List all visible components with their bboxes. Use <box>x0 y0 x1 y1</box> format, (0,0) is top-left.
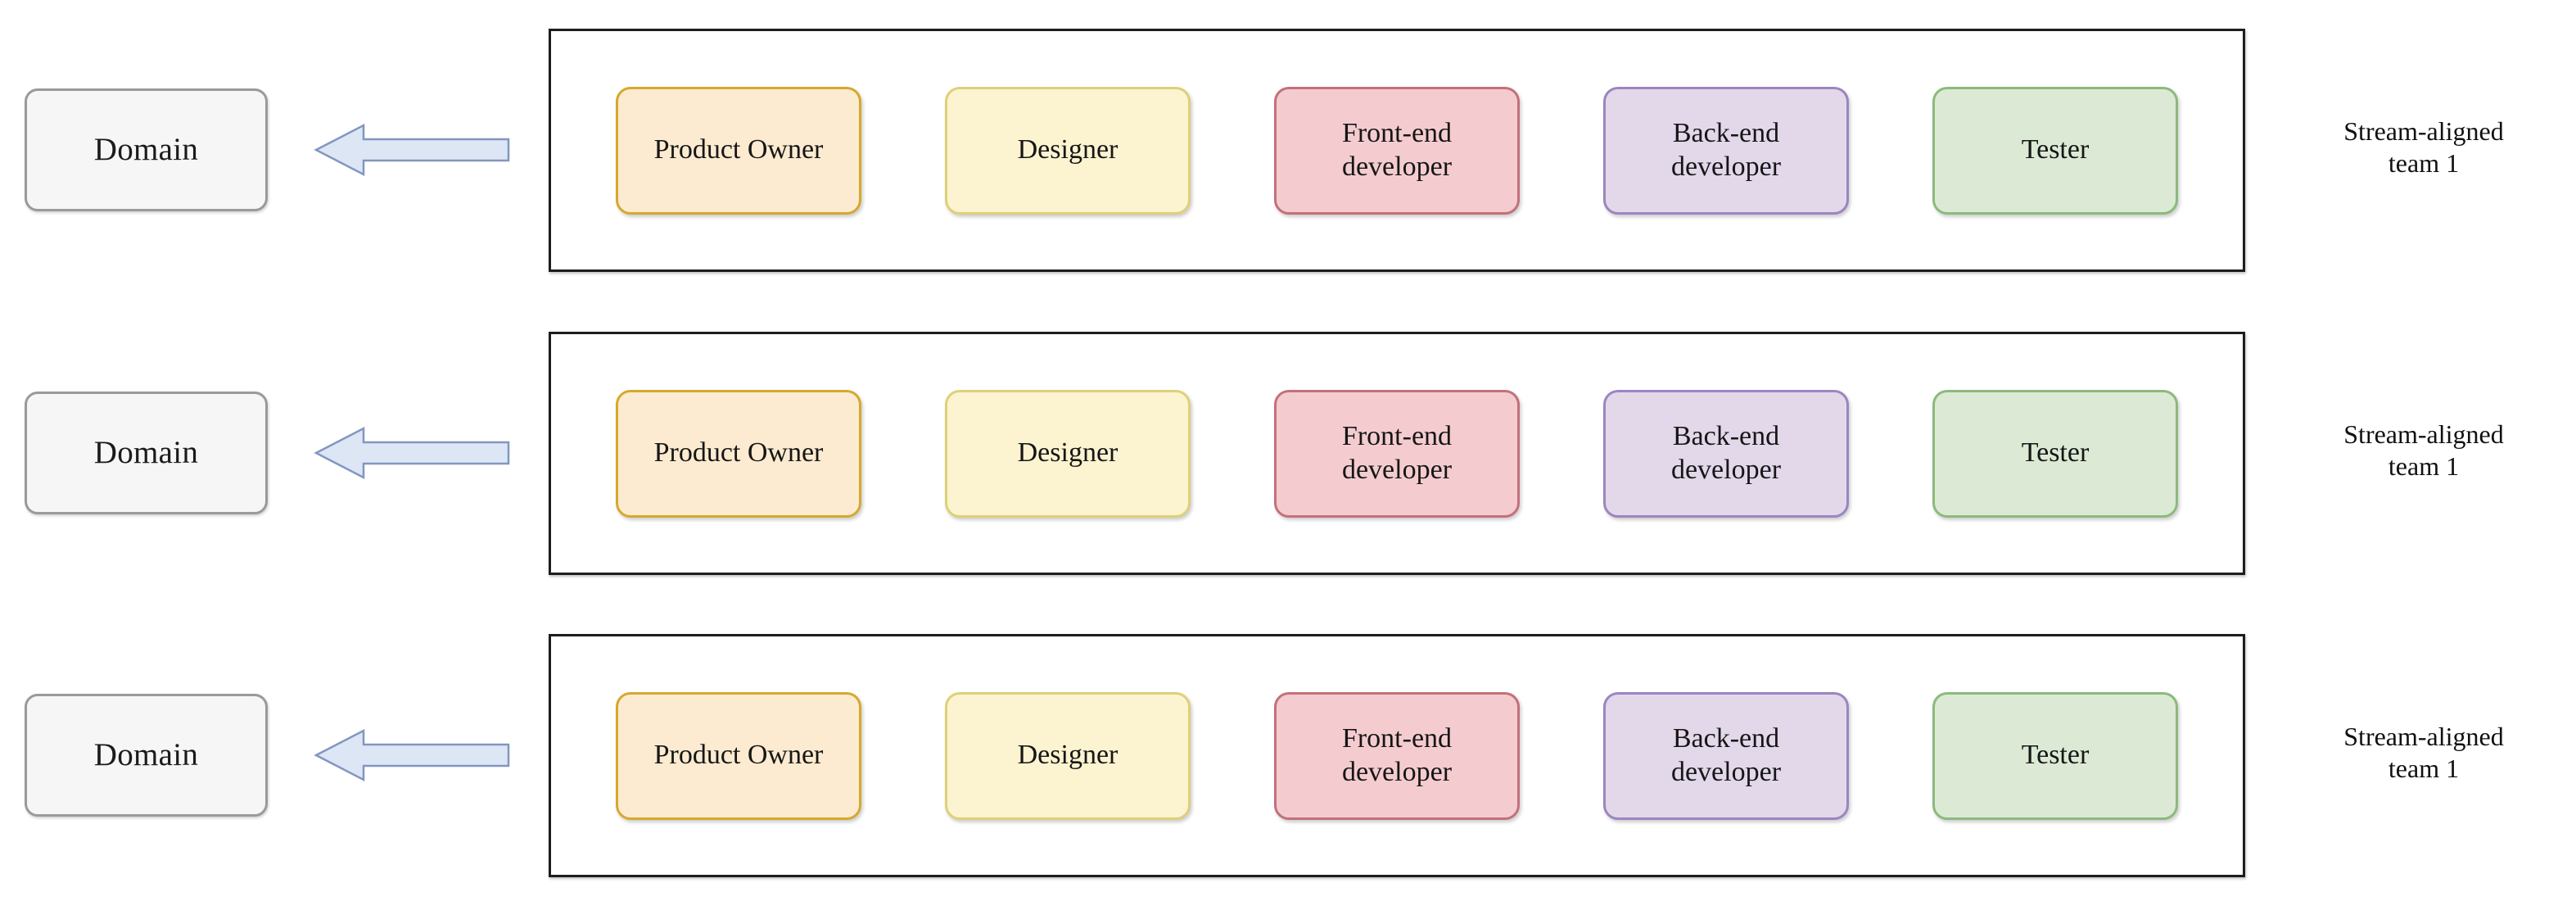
team-caption-line: team 1 <box>2388 451 2460 482</box>
arrow-left-icon <box>314 426 510 480</box>
role-label-line: Designer <box>1017 740 1119 771</box>
role-label: Product Owner <box>648 134 830 166</box>
role-box-tester[interactable]: Tester <box>1932 86 2178 215</box>
role-box-designer[interactable]: Designer <box>945 86 1191 215</box>
role-label: Tester <box>2015 437 2096 469</box>
role-label: Product Owner <box>648 739 830 772</box>
flow-arrow-left <box>314 728 510 782</box>
role-label-line: developer <box>1341 454 1453 485</box>
role-label-line: developer <box>1341 756 1453 787</box>
role-box-designer[interactable]: Designer <box>945 691 1191 820</box>
role-box-tester[interactable]: Tester <box>1932 691 2178 820</box>
role-box-product-owner[interactable]: Product Owner <box>616 389 861 518</box>
arrow-left-icon <box>314 426 510 480</box>
role-label: Tester <box>2015 134 2096 166</box>
role-label-line: Product Owner <box>653 134 824 165</box>
role-label: Designer <box>1011 739 1125 772</box>
domain-box[interactable]: Domain <box>25 694 268 817</box>
arrow-left-icon <box>314 728 510 782</box>
arrow-left-icon <box>314 728 510 782</box>
role-label-line: Front-end <box>1341 723 1453 754</box>
role-label-line: developer <box>1670 756 1782 787</box>
role-label-line: Back-end <box>1672 723 1780 754</box>
flow-arrow-left <box>314 123 510 177</box>
team-caption: Stream-aligned team 1 <box>2285 721 2563 785</box>
role-box-designer[interactable]: Designer <box>945 389 1191 518</box>
role-label-line: Front-end <box>1341 421 1453 452</box>
team-caption-line: Stream-aligned <box>2343 722 2504 751</box>
role-label-line: Product Owner <box>653 437 824 469</box>
domain-box[interactable]: Domain <box>25 88 268 211</box>
domain-label: Domain <box>93 736 199 772</box>
team-caption-line: team 1 <box>2388 754 2460 784</box>
role-label: Designer <box>1011 437 1125 469</box>
role-label-line: Designer <box>1017 437 1119 469</box>
team-caption-line: Stream-aligned <box>2343 419 2504 449</box>
role-label-line: Tester <box>2021 134 2090 165</box>
role-label-line: developer <box>1670 454 1782 485</box>
role-label-line: Tester <box>2021 437 2090 469</box>
domain-label: Domain <box>93 131 199 167</box>
team-caption-line: Stream-aligned <box>2343 116 2504 146</box>
team-caption-line: team 1 <box>2388 148 2460 179</box>
role-box-product-owner[interactable]: Product Owner <box>616 86 861 215</box>
role-box-product-owner[interactable]: Product Owner <box>616 691 861 820</box>
domain-box[interactable]: Domain <box>25 392 268 514</box>
arrow-left-icon <box>314 123 510 177</box>
domain-label: Domain <box>93 434 199 470</box>
role-label: Product Owner <box>648 437 830 469</box>
role-box-tester[interactable]: Tester <box>1932 389 2178 518</box>
role-label-line: Front-end <box>1341 118 1453 149</box>
role-label-line: Back-end <box>1672 421 1780 452</box>
role-label-line: Tester <box>2021 740 2090 771</box>
role-label-line: Back-end <box>1672 118 1780 149</box>
role-label-line: developer <box>1341 151 1453 182</box>
role-label-line: Designer <box>1017 134 1119 165</box>
role-label: Designer <box>1011 134 1125 166</box>
role-label-line: developer <box>1670 151 1782 182</box>
role-label: Tester <box>2015 739 2096 772</box>
role-label-line: Product Owner <box>653 740 824 771</box>
arrow-left-icon <box>314 123 510 177</box>
flow-arrow-left <box>314 426 510 480</box>
